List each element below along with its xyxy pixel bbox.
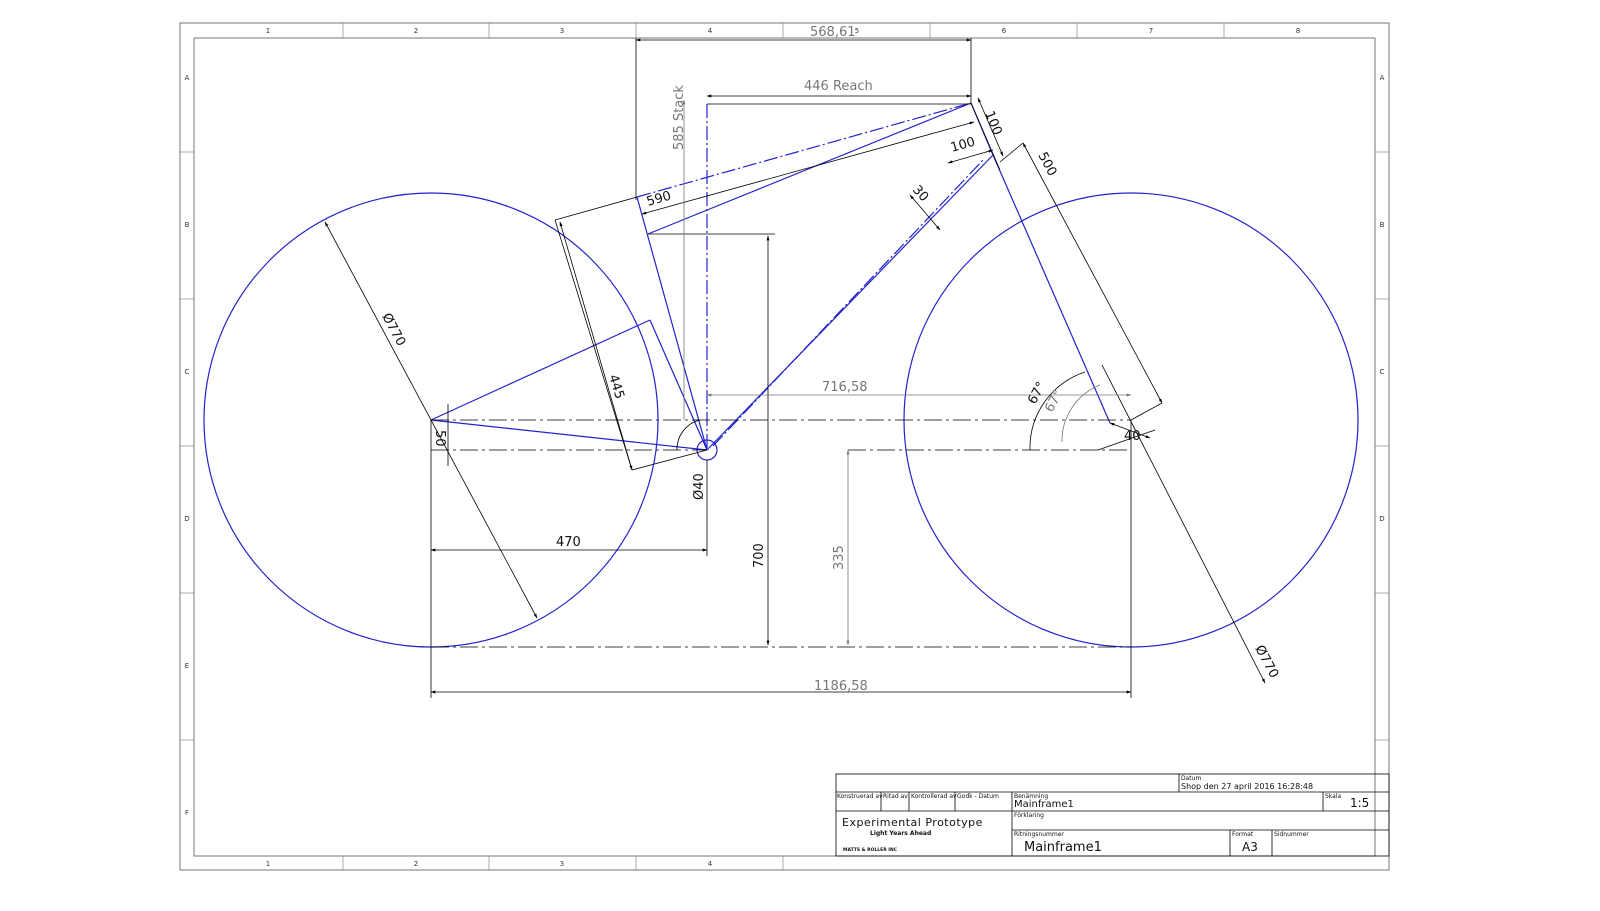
- row-label: B: [185, 221, 190, 229]
- ritningsnummer-value: Mainframe1: [1024, 840, 1102, 855]
- dim-wheelbase: 1186,58: [814, 679, 868, 694]
- ruler-bottom: 1 2 3 4: [266, 860, 713, 868]
- row-label: B: [1380, 221, 1385, 229]
- dim-stem-100: 100: [949, 135, 977, 156]
- col-label: 4: [708, 27, 713, 35]
- dim-overall: 568,61: [810, 25, 856, 40]
- seat-stay-link: [649, 319, 708, 451]
- ritad-label: Ritad av: [883, 793, 908, 800]
- dim-stack: 585 Stack: [672, 85, 687, 150]
- kontroll-label: Kontrollerad av: [911, 793, 957, 800]
- ruler-right: A B C D: [1379, 74, 1384, 523]
- row-label: E: [185, 662, 189, 670]
- down-tube-2: [712, 159, 984, 447]
- row-label: C: [185, 368, 190, 376]
- ritningsnummer-label: Ritningsnummer: [1014, 831, 1064, 838]
- col-label: 3: [560, 860, 564, 868]
- skala-label: Skala: [1325, 793, 1342, 800]
- chain-stay: [430, 419, 708, 451]
- dim-fork-500: 500: [1034, 150, 1059, 179]
- dim-front-center: 716,58: [822, 380, 868, 395]
- dimension-lines: [324, 38, 1266, 698]
- row-label: D: [184, 515, 189, 523]
- dim-chainstay: 470: [556, 535, 581, 550]
- fork-blade: [992, 154, 1111, 424]
- down-tube: [706, 154, 994, 451]
- godk-label: Godk - Datum: [957, 793, 999, 800]
- dim-seat-445: 445: [605, 373, 627, 401]
- row-label: C: [1380, 368, 1385, 376]
- col-label: 8: [1296, 27, 1300, 35]
- dim-bb-dia: Ø40: [692, 473, 707, 500]
- col-label: 3: [560, 27, 564, 35]
- company-tagline: Light Years Ahead: [870, 830, 931, 837]
- format-value: A3: [1242, 840, 1258, 854]
- benamning-value: Mainframe1: [1014, 799, 1074, 810]
- dim-bb-drop: 50: [432, 430, 447, 447]
- skala-value: 1:5: [1350, 796, 1369, 810]
- bike-frame: [430, 102, 1111, 461]
- seat-tube: [636, 196, 708, 451]
- row-label: A: [1380, 74, 1385, 82]
- row-label: D: [1379, 515, 1384, 523]
- dim-bb-height: 700: [752, 543, 767, 568]
- dim-tube-30: 30: [909, 183, 931, 205]
- row-label: F: [185, 809, 189, 817]
- format-label: Format: [1232, 831, 1254, 838]
- col-label: 1: [266, 27, 270, 35]
- col-label: 7: [1149, 27, 1153, 35]
- dim-fork-offset: 40: [1124, 429, 1141, 444]
- col-label: 4: [708, 860, 713, 868]
- col-label: 2: [414, 860, 418, 868]
- company-name: Experimental Prototype: [842, 816, 983, 829]
- sheet-border: [179, 22, 1390, 871]
- dim-front-wheel: Ø770: [1251, 643, 1281, 681]
- dimension-labels: 568,61 446 Reach 585 Stack 100 100 500 5…: [378, 25, 1281, 694]
- zone-ticks: [180, 23, 1389, 870]
- row-label: A: [185, 74, 190, 82]
- title-block: Datum Shop den 27 april 2016 16:28:48 Ko…: [835, 773, 1390, 857]
- dim-head-100: 100: [981, 109, 1004, 138]
- seat-stay: [430, 319, 651, 421]
- date-label: Datum: [1181, 775, 1201, 782]
- col-label: 5: [855, 27, 859, 35]
- forklaring-label: Förklaring: [1014, 812, 1044, 819]
- dim-top-590: 590: [645, 189, 673, 210]
- sidnummer-label: Sidnummer: [1274, 831, 1309, 838]
- date-value: Shop den 27 april 2016 16:28:48: [1181, 782, 1313, 791]
- ruler-left: A B C D E F: [184, 74, 189, 817]
- col-label: 2: [414, 27, 418, 35]
- dim-reach: 446 Reach: [804, 79, 873, 94]
- dim-axle-height: 335: [832, 545, 847, 570]
- konstr-label: Konstruerad av: [837, 793, 883, 800]
- ruler-top: 1 2 3 4 5 6 7 8: [266, 27, 1300, 35]
- col-label: 6: [1002, 27, 1007, 35]
- col-label: 1: [266, 860, 270, 868]
- benamning-label: Benämning: [1014, 793, 1048, 800]
- company-small: MATTS & ROLLER INC: [843, 847, 898, 853]
- top-tube: [647, 102, 972, 235]
